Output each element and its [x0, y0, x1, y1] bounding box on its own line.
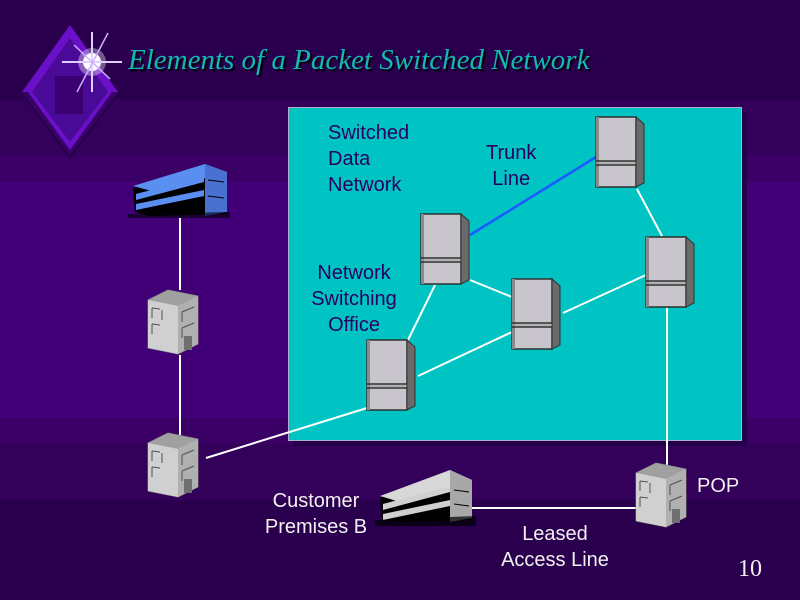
link-switch-2-to-switch-3: [469, 279, 513, 298]
switch-4-icon[interactable]: [645, 236, 695, 308]
sparkle-icon: [62, 32, 122, 93]
link-switch-1-to-switch-3: [417, 331, 513, 377]
link-switch-5-to-switch-4: [636, 188, 663, 237]
switch-1-icon[interactable]: [366, 339, 416, 411]
link-switch-1-to-switch-2: [407, 284, 436, 341]
customer-premises-a-building-icon[interactable]: [128, 164, 230, 218]
switch-3-icon[interactable]: [511, 278, 561, 350]
pop-a-building-icon[interactable]: [147, 289, 199, 355]
link-switch-3-to-switch-4: [562, 274, 647, 314]
slide-title: Elements of a Packet Switched Network: [128, 44, 590, 76]
pop-label: POP: [697, 475, 740, 497]
leased-access-line-label: Leased Access Line: [501, 523, 609, 571]
pop-b-building-icon[interactable]: [635, 462, 687, 528]
link-pop-a2-to-switch-1: [205, 407, 368, 459]
trunk-line-label: Trunk Line: [486, 142, 537, 190]
switch-5-icon[interactable]: [595, 116, 645, 188]
switch-2-icon[interactable]: [420, 213, 470, 285]
network-switching-office-label: Network Switching Office: [311, 262, 397, 336]
trunk-line-switch-2-to-switch-5: [469, 155, 597, 237]
customer-premises-b-building-icon[interactable]: [375, 470, 476, 526]
page-number: 10: [738, 556, 762, 582]
customer-premises-b-label: Customer Premises B: [264, 490, 368, 538]
switched-data-network-label: Switched Data Network: [328, 122, 410, 196]
pop-a2-building-icon[interactable]: [147, 432, 199, 498]
